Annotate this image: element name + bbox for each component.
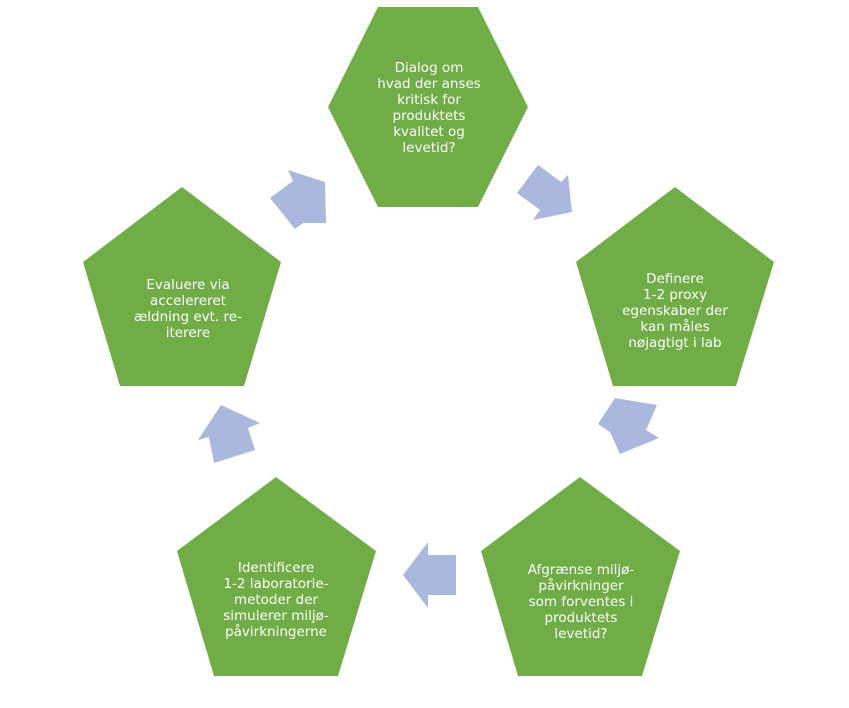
node-label-line: accelereret xyxy=(150,293,226,309)
node-dialog-shape xyxy=(328,7,528,207)
node-label-line: nøjagtigt i lab xyxy=(628,335,721,351)
node-label-line: Afgrænse miljø- xyxy=(528,562,635,578)
node-label-line: Dialog om xyxy=(395,60,464,76)
node-label-line: Evaluere via xyxy=(146,277,229,293)
node-label-line: Identificere xyxy=(238,560,314,576)
node-label-line: Definere xyxy=(646,271,704,287)
node-label-line: kan måles xyxy=(640,318,709,335)
node-label-line: ældning evt. re- xyxy=(134,309,242,325)
node-label-line: produktets xyxy=(393,108,466,124)
node-label-line: egenskaber der xyxy=(622,303,728,319)
node-label-line: kvalitet og xyxy=(393,124,465,140)
node-afgraense-shape xyxy=(481,477,680,676)
node-label-line: som forventes i xyxy=(529,594,634,610)
node-definere-shape xyxy=(576,187,774,386)
node-label-line: 1-2 proxy xyxy=(643,287,707,303)
arrow-up-icon xyxy=(198,405,260,463)
node-label-line: hvad der anses xyxy=(377,76,481,92)
arrow-left-icon xyxy=(403,542,456,608)
node-label-line: påvirkningerne xyxy=(225,623,327,640)
node-label-line: simulerer miljø- xyxy=(223,608,329,624)
node-label-line: 1-2 laboratorie- xyxy=(223,576,328,592)
node-label-line: kritisk for xyxy=(397,92,461,108)
arrow-up-right-icon xyxy=(270,170,326,229)
node-label-line: påvirkninger xyxy=(538,577,624,594)
node-identificere-shape xyxy=(177,477,376,676)
node-evaluere-shape xyxy=(83,187,281,386)
arrow-right-down-icon xyxy=(517,165,572,220)
arrow-down-icon xyxy=(598,398,659,454)
node-label-line: produktets xyxy=(545,610,618,626)
node-label-line: metoder der xyxy=(234,592,319,608)
node-label-line: levetid? xyxy=(402,140,455,156)
node-label-line: levetid? xyxy=(554,626,607,642)
node-label-line: iterere xyxy=(166,325,210,341)
